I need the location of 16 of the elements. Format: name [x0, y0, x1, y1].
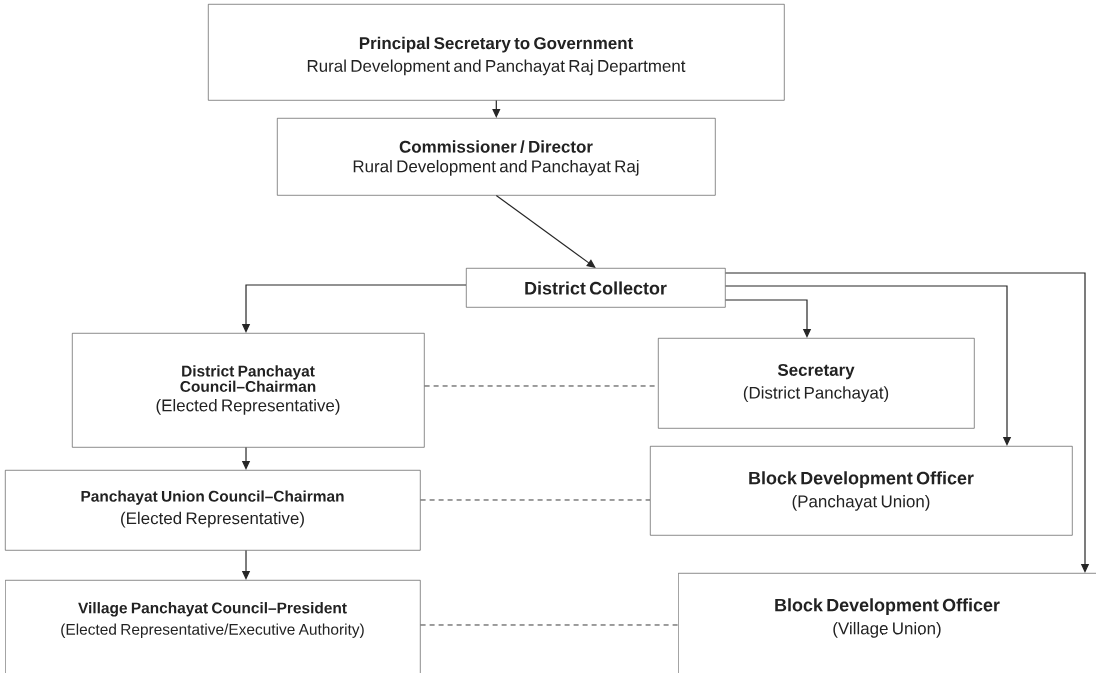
org-box: Commissioner / Director Rural Development and Panchayat Raj	[277, 118, 716, 196]
org-box: District Panchayat Council–Chairman (Elected Representative)	[72, 333, 425, 448]
org-box: Block Development Officer (Panchayat Union)	[650, 446, 1073, 536]
dashed-line	[420, 499, 651, 501]
org-box: Village Panchayat Council–President (Elected Representative/Executive Authority)	[5, 580, 421, 673]
org-box: Principal Secretary to Government Rural Development and Panchayat Raj Department	[208, 4, 785, 101]
arrow	[725, 299, 812, 338]
arrow	[495, 195, 596, 268]
dashed-line	[420, 624, 679, 626]
arrow	[725, 285, 1012, 446]
org-box: Secretary (District Panchayat)	[658, 338, 975, 429]
arrow	[725, 272, 1090, 573]
org-box: Panchayat Union Council–Chairman (Elected Representative)	[5, 470, 421, 551]
org-box: Block Development Officer (Village Union)	[678, 573, 1096, 673]
arrow	[492, 100, 501, 118]
org-box: District Collector	[466, 268, 726, 308]
